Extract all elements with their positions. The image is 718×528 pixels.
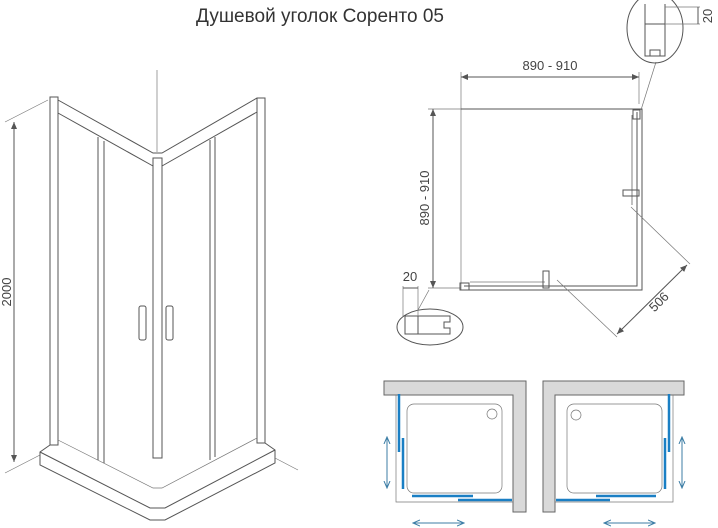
enclosure-inner — [464, 112, 638, 287]
corner-profile-top — [632, 109, 641, 120]
profile-shape-top — [644, 4, 666, 57]
shower-tray — [566, 403, 663, 494]
profile-left-label: 20 — [403, 269, 417, 284]
diagonal-dimension-line — [616, 264, 688, 335]
diagonal-ext-1 — [630, 206, 691, 265]
corner-profile-left — [459, 282, 470, 291]
shower-base — [39, 442, 276, 521]
right-door-stop — [622, 189, 640, 197]
depth-label: 890 - 910 — [417, 171, 432, 226]
drain-icon — [486, 408, 498, 420]
shower-tray — [406, 403, 503, 494]
right-post — [256, 97, 266, 444]
install-scheme-right — [542, 380, 685, 523]
wall — [383, 380, 527, 513]
wall — [542, 380, 685, 513]
floor-line — [274, 457, 299, 471]
drain-icon — [570, 409, 582, 421]
base-outline — [395, 395, 513, 503]
left-handle — [138, 305, 147, 341]
front-door-stop — [542, 270, 550, 289]
top-rail — [57, 97, 258, 154]
bottom-rail — [57, 437, 258, 489]
profile-detail-top — [626, 0, 684, 64]
height-label: 2000 — [0, 278, 14, 307]
shower-base-top — [39, 449, 276, 509]
top-rail-inner-right — [161, 111, 258, 167]
height-ext-top — [4, 99, 49, 123]
diagonal-ext-2 — [556, 279, 618, 338]
height-ext-bottom — [4, 454, 41, 474]
plan-view: 890 - 910 890 - 910 506 20 20 — [396, 0, 715, 346]
detail-leader-left — [417, 289, 430, 311]
corner-post — [152, 157, 163, 459]
base-outline — [555, 395, 674, 503]
width-label: 890 - 910 — [523, 58, 578, 73]
install-scheme-left — [383, 380, 527, 523]
top-rail-inner — [57, 112, 154, 167]
profile-shape-left — [404, 315, 451, 335]
detail-leader-top — [640, 61, 657, 111]
diagram-title: Душевой уголок Соренто 05 — [196, 6, 444, 27]
enclosure-outline — [461, 108, 643, 291]
left-post — [49, 96, 59, 446]
perspective-view: 2000 — [0, 70, 299, 521]
diagonal-label: 506 — [646, 289, 672, 315]
profile-detail-left — [396, 308, 464, 346]
profile-top-label: 20 — [700, 9, 715, 23]
right-handle — [165, 305, 174, 341]
